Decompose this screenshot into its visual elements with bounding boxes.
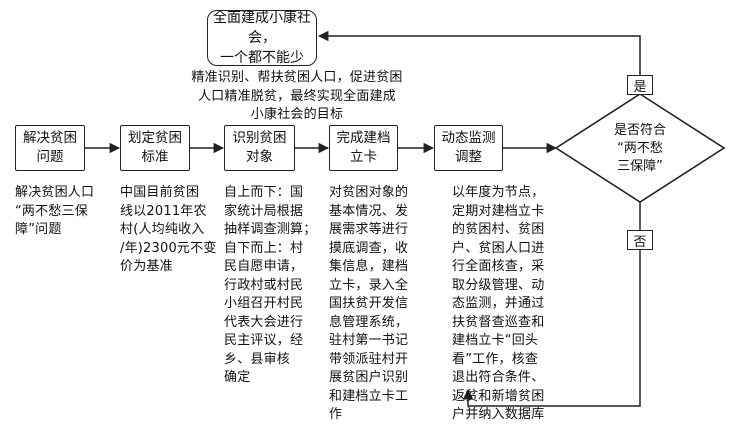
goal-text: 全面建成小康社会， 一个都不能少 — [213, 10, 311, 66]
step-desc-4: 对贫困对象的 基本情况、发 展需求等进行 摸底调查，收 集信息，建档 立卡，录入… — [329, 185, 409, 422]
step-desc-5: 以年度为节点， 定期对建档立卡 的贫困村、贫困 户、贫困人口进 行全面核查，采 … — [452, 185, 545, 422]
no-label: 否 — [627, 230, 653, 250]
yes-label: 是 — [627, 75, 653, 95]
step-label-3: 识别贫困 对象 — [232, 130, 287, 165]
step-box-2: 划定贫困 标准 — [120, 125, 190, 171]
step-box-4: 完成建档 立卡 — [329, 125, 398, 171]
step-label-2: 划定贫困 标准 — [128, 130, 182, 165]
goal-note: 精准识别、帮扶贫困人口，促进贫困 人口精准脱贫，最终实现全面建成 小康社会的目标 — [191, 70, 403, 122]
step-box-5: 动态监测 调整 — [434, 125, 503, 171]
arrow-no-loop — [462, 202, 641, 407]
step-desc-3: 自上而下：国 家统计局根据 抽样调查测算； 自下而上：村 民自愿申请， 行政村或… — [224, 185, 317, 385]
decision-text: 是否符合 “两不愁 三保障” — [613, 123, 666, 174]
step-label-5: 动态监测 调整 — [441, 130, 496, 165]
step-box-1: 解决贫困 问题 — [15, 125, 85, 171]
step-box-3: 识别贫困 对象 — [224, 125, 295, 171]
step-desc-2: 中国目前贫困 线以2011年农 村(人均纯收入 /年)2300元不变 价为基准 — [120, 185, 217, 274]
step-label-4: 完成建档 立卡 — [336, 130, 391, 165]
arrow-yes-to-goal — [317, 30, 641, 94]
goal-box: 全面建成小康社会， 一个都不能少 — [207, 10, 317, 66]
step-desc-1: 解决贫困人口 “两不愁三保 障”问题 — [15, 185, 95, 237]
step-label-1: 解决贫困 问题 — [23, 130, 77, 165]
